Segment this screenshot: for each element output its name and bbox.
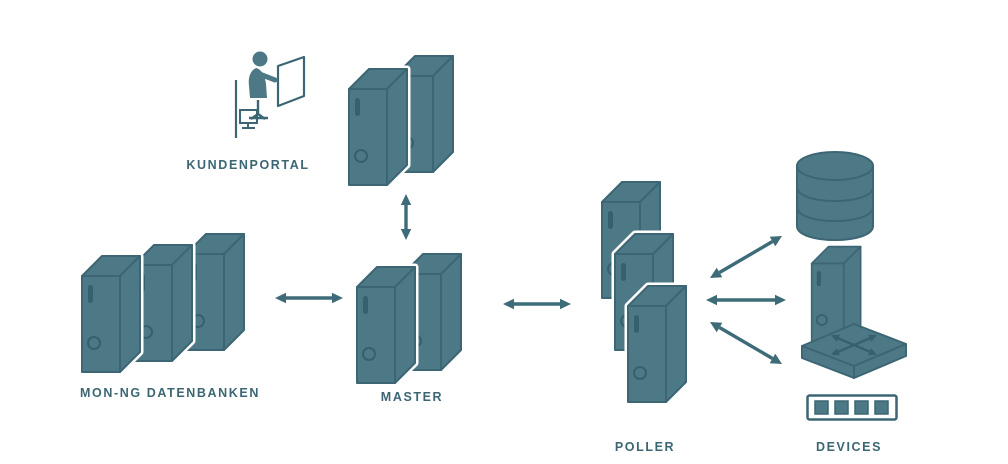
devices-label: DEVICES: [815, 440, 883, 454]
poller-servers-icon: [600, 172, 690, 406]
arrow-portal-master: [400, 194, 412, 240]
portal-server-pair-icon: [347, 46, 457, 189]
network-switch-icon: [800, 322, 908, 380]
master-label: MASTER: [380, 390, 444, 404]
arrow-monng-master: [275, 292, 343, 304]
port-panel-icon: [806, 394, 898, 421]
person-at-workstation-icon: [226, 46, 322, 150]
master-servers-icon: [355, 244, 465, 387]
devices-node: [790, 148, 915, 428]
poller-label: POLLER: [614, 440, 676, 454]
database-cylinder-icon: [796, 151, 874, 242]
arrows-poller-devices: [706, 236, 786, 364]
monng-datenbanken-servers-icon: [80, 224, 248, 376]
monng-datenbanken-label: MON-NG DATENBANKEN: [80, 386, 260, 400]
arrow-master-poller: [503, 298, 571, 310]
kundenportal-label: KUNDENPORTAL: [186, 158, 310, 172]
